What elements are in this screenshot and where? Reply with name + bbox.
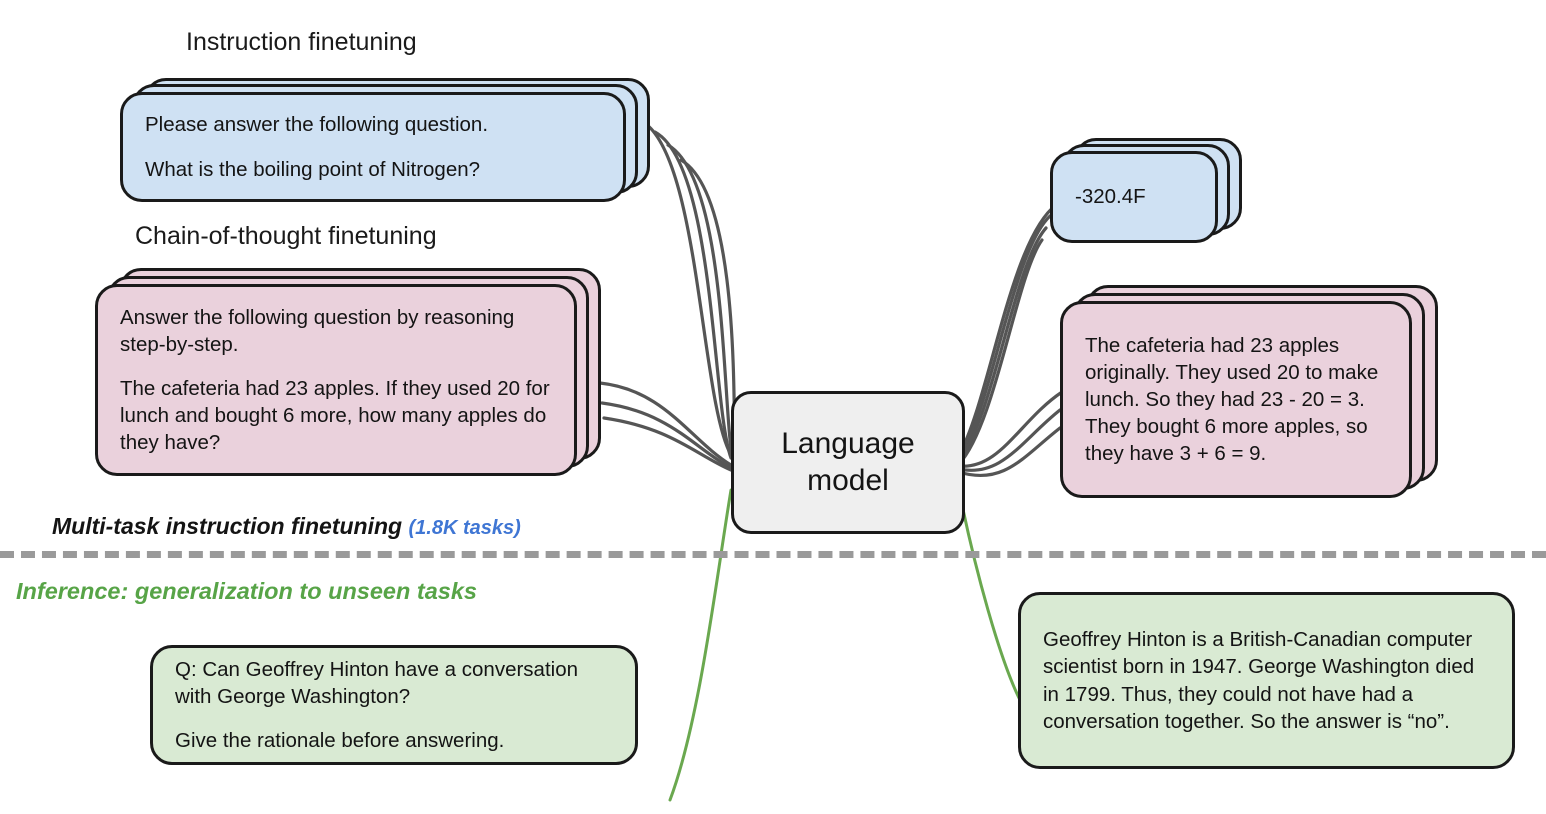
inference-output-line-1: Geoffrey Hinton is a British-Canadian co… — [1043, 628, 1475, 733]
inference-input-card-stack[interactable]: Q: Can Geoffrey Hinton have a conversati… — [150, 645, 650, 770]
wire-out-instruction-3 — [957, 226, 1048, 463]
output-cot-text: The cafeteria had 23 apples originally. … — [1063, 332, 1409, 467]
inference-input-card[interactable]: Q: Can Geoffrey Hinton have a conversati… — [150, 645, 638, 765]
input-instruction-line-2: What is the boiling point of Nitrogen? — [145, 157, 481, 181]
input-card-cot-stack[interactable]: Answer the following question by reasoni… — [95, 268, 655, 483]
output-card-instruction[interactable]: -320.4F — [1050, 151, 1218, 243]
wire-inference-in — [668, 488, 733, 802]
language-model-box[interactable]: Language model — [731, 391, 965, 534]
language-model-label: Language model — [781, 426, 914, 499]
heading-instruction-finetuning: Instruction finetuning — [186, 28, 417, 56]
caption-inference: Inference: generalization to unseen task… — [16, 578, 477, 604]
language-model-label-line-1: Language — [781, 426, 915, 460]
wire-out-instruction-4 — [957, 238, 1044, 466]
heading-chain-of-thought-finetuning: Chain-of-thought finetuning — [135, 222, 437, 250]
input-card-cot[interactable]: Answer the following question by reasoni… — [95, 284, 577, 476]
wire-out-cot-2 — [957, 408, 1062, 472]
input-card-instruction-stack[interactable]: Please answer the following question. Wh… — [120, 78, 680, 203]
wire-inference-out — [957, 488, 1022, 702]
caption-multitask-finetuning: Multi-task instruction finetuning (1.8K … — [52, 513, 521, 540]
input-card-instruction[interactable]: Please answer the following question. Wh… — [120, 92, 626, 202]
wire-out-cot-3 — [957, 426, 1062, 478]
input-instruction-text: Please answer the following question. Wh… — [123, 111, 623, 182]
input-cot-line-2: The cafeteria had 23 apples. If they use… — [120, 376, 550, 455]
inference-output-card[interactable]: Geoffrey Hinton is a British-Canadian co… — [1018, 592, 1515, 769]
caption-multitask-tasks: (1.8K tasks) — [408, 517, 521, 539]
input-instruction-line-1: Please answer the following question. — [145, 113, 489, 137]
caption-multitask-label: Multi-task instruction finetuning — [52, 513, 403, 539]
input-cot-text: Answer the following question by reasoni… — [98, 304, 574, 456]
wire-out-cot-1 — [957, 390, 1064, 468]
section-divider — [0, 551, 1546, 558]
output-instruction-text: -320.4F — [1053, 183, 1215, 210]
inference-output-card-stack[interactable]: Geoffrey Hinton is a British-Canadian co… — [1018, 592, 1528, 777]
inference-input-line-2: Give the rationale before answering. — [175, 729, 505, 753]
inference-input-text: Q: Can Geoffrey Hinton have a conversati… — [153, 656, 635, 754]
output-card-cot-stack[interactable]: The cafeteria had 23 apples originally. … — [1060, 285, 1490, 510]
input-cot-line-1: Answer the following question by reasoni… — [120, 305, 515, 356]
output-cot-line-1: The cafeteria had 23 apples originally. … — [1085, 333, 1379, 466]
output-card-instruction-stack[interactable]: -320.4F — [1050, 138, 1310, 248]
wire-out-instruction-2 — [957, 214, 1052, 460]
output-instruction-line-1: -320.4F — [1075, 185, 1146, 209]
wire-out-instruction-1 — [957, 203, 1058, 457]
inference-output-text: Geoffrey Hinton is a British-Canadian co… — [1021, 626, 1512, 734]
wire-instruction-4 — [679, 158, 737, 466]
language-model-label-line-2: model — [807, 463, 889, 497]
inference-input-line-1: Q: Can Geoffrey Hinton have a conversati… — [175, 657, 579, 708]
output-card-cot[interactable]: The cafeteria had 23 apples originally. … — [1060, 301, 1412, 498]
